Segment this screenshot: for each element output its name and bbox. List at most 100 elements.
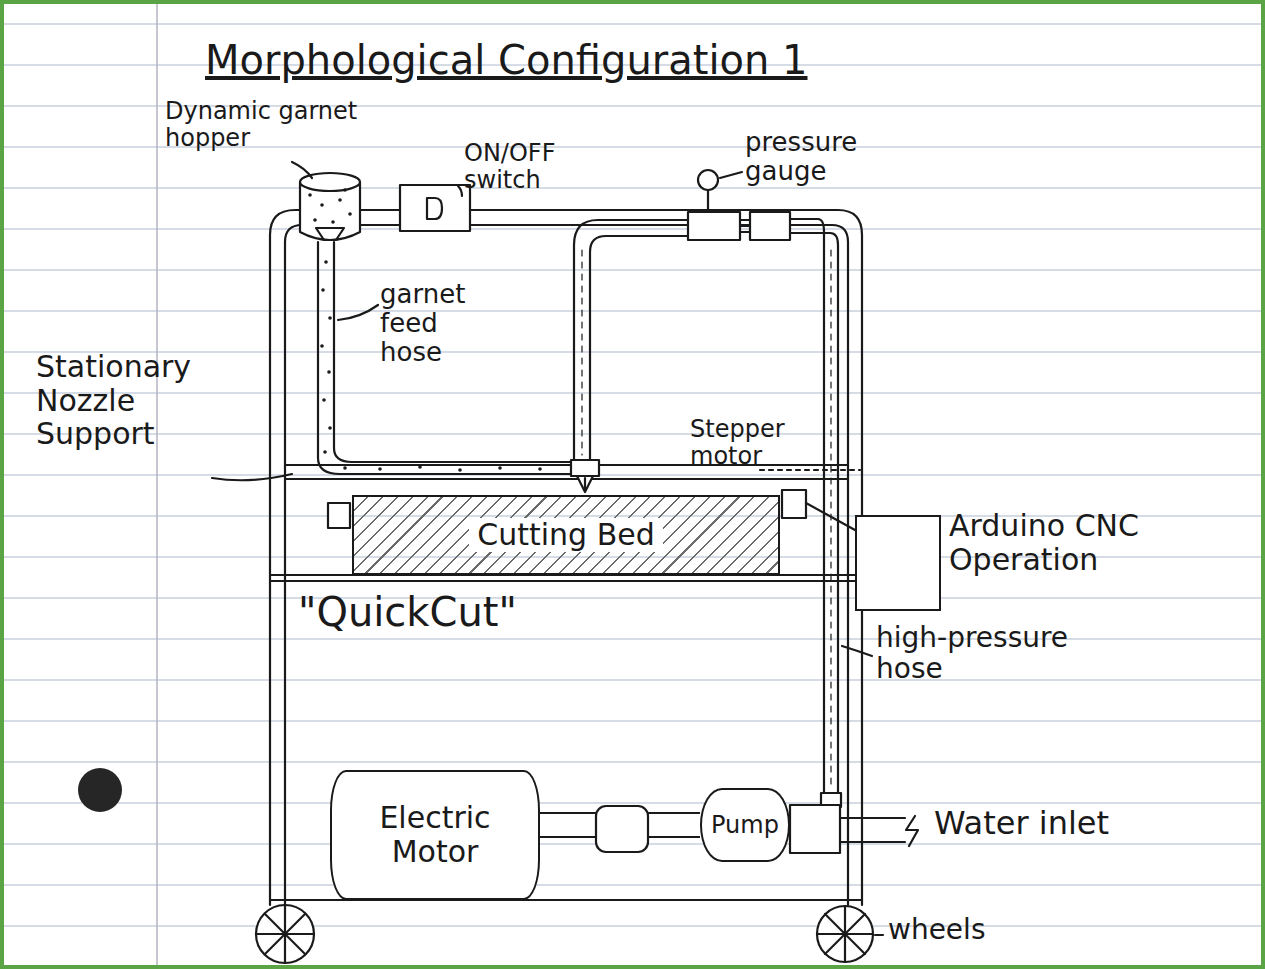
controller-box: Arduino CNC Operation [855,515,1227,611]
wheel [256,905,314,963]
nozzle-tip [577,476,593,492]
ruled-line [0,187,1265,189]
controller-caption: Arduino CNC Operation [949,509,1225,576]
nozzle [571,460,599,476]
notebook-lines [0,24,1265,967]
wheel [817,906,873,962]
ruled-line [0,474,1265,476]
ruled-line [0,269,1265,271]
garnet-grain [308,193,312,197]
pipe [740,219,750,221]
hose-hatch [830,250,831,790]
garnet-grain [538,467,542,471]
frame-tube [270,210,862,905]
ruled-line [0,433,1265,435]
pump-body [790,805,840,853]
garnet-grain [328,426,332,430]
control-wire [806,503,855,530]
table-top [270,580,862,582]
garnet-grain [324,260,328,264]
pipe [740,225,750,227]
garnet-grain [327,370,331,374]
part-label: Water inlet [934,806,1109,842]
nozzle-jet [584,478,586,490]
garnet-grain [338,198,342,202]
hose-hatch [581,250,582,455]
ruled-line [0,925,1265,927]
water-inlet-pipe [840,841,905,843]
node-label: Cutting Bed [469,518,663,552]
garnet-grain [343,466,347,470]
ruled-line [0,720,1265,722]
part-label: garnet feed hose [380,280,490,367]
leader-line [338,305,378,320]
garnet-grain [322,398,326,402]
garnet-feed-hose [334,242,572,462]
ruled-line [0,761,1265,763]
gauge-block [688,212,740,240]
garnet-grain [343,188,347,192]
garnet-grain [348,212,352,216]
bed-block [328,503,350,528]
punch-hole [78,768,122,812]
waterjet-sketch [212,162,918,963]
switch-box [400,185,470,231]
ruled-line [0,884,1265,886]
nozzle-support [285,478,848,480]
garnet-grain [320,203,324,207]
controller-housing [855,515,941,611]
pressure-gauge [698,170,718,190]
ruled-line [0,966,1265,968]
high-pressure-hose [574,220,688,462]
wheel [265,914,305,954]
leader-line [760,469,860,471]
valve-block [750,212,790,240]
node-label: Electric Motor [342,801,528,868]
leader-line [875,934,883,936]
break-symbol [906,816,918,846]
ruled-line [0,597,1265,599]
frame-tube [285,225,848,905]
part-label: "QuickCut" [298,590,517,635]
margin-line [156,0,158,969]
part-label: Dynamic garnet hopper [165,98,385,152]
water-inlet-pipe [840,817,905,819]
leader-line [212,474,292,480]
garnet-grain [320,344,324,348]
garnet-grain [323,450,327,454]
leader-line [720,172,742,178]
part-label: wheels [888,914,985,945]
node-label: Pump [711,812,779,839]
ruled-line [0,802,1265,804]
electric-motor: Electric Motor [330,770,540,900]
stepper-motor [782,490,806,518]
ruled-line [0,392,1265,394]
wheel [256,905,314,963]
sketch-title: Morphological Configuration 1 [205,38,808,83]
hopper-valve [316,228,344,240]
nozzle-support [285,464,848,466]
part-label: Stationary Nozzle Support [36,350,241,451]
garnet-grain [321,288,325,292]
wheel [825,914,865,954]
cutting-bed: Cutting Bed [352,495,780,575]
part-label: high-pressure hose [876,622,1126,685]
garnet-grain [378,467,382,471]
wheel [825,914,865,954]
part-label: ON/OFF switch [464,140,614,194]
ruled-line [0,638,1265,640]
part-label: Stepper motor [690,416,820,470]
pipe [740,231,750,233]
garnet-grain [331,220,335,224]
ruled-line [0,310,1265,312]
gauge-stem [707,190,709,212]
node-label: Arduino CNC Operation [949,509,1225,576]
ruled-line [0,23,1265,25]
pump-cylinder: Pump [700,788,790,862]
switch-rocker [427,198,442,219]
garnet-grain [328,316,332,320]
wheel [265,914,305,954]
garnet-grain [458,468,462,472]
wheel [817,906,873,962]
